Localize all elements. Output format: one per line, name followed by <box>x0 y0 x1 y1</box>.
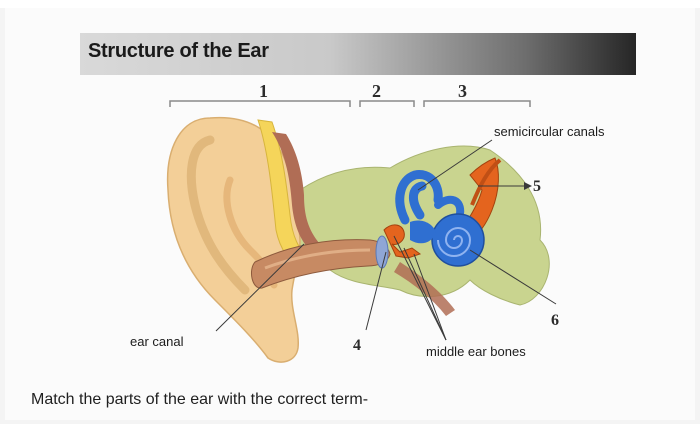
leader-semicircular <box>417 139 493 191</box>
bracket-middle-ear <box>359 100 415 107</box>
vestibule <box>410 220 436 244</box>
outer-ear-fold <box>186 135 250 295</box>
label-ear-canal: ear canal <box>130 334 184 349</box>
label-semicircular-canals: semicircular canals <box>494 124 605 139</box>
label-middle-ear-bones: middle ear bones <box>426 344 526 359</box>
semicircular-canal-loop <box>434 195 465 218</box>
top-strip <box>0 0 700 8</box>
number-1: 1 <box>259 81 268 101</box>
bracket-inner-ear <box>423 100 531 107</box>
eustachian-tube <box>394 262 455 316</box>
cochlea <box>431 213 485 267</box>
instruction-text: Match the parts of the ear with the corr… <box>31 391 369 408</box>
number-5: 5 <box>533 178 541 195</box>
nerve-branch <box>470 158 502 206</box>
number-3: 3 <box>458 81 467 101</box>
leader-bones-a <box>393 235 447 341</box>
leader-bones-c <box>413 253 447 341</box>
arrowhead-5 <box>524 182 532 190</box>
middle-ear-ossicles <box>383 224 422 259</box>
number-6: 6 <box>551 312 559 329</box>
muscle-tissue <box>272 132 320 250</box>
ear-canal-highlight <box>264 248 371 270</box>
leader-ear-canal <box>215 243 305 332</box>
semicircular-canals-shape <box>395 170 443 225</box>
leader-bones-b <box>403 247 447 341</box>
page-title: Structure of the Ear <box>88 40 269 62</box>
bracket-outer-ear <box>169 100 351 107</box>
title-bar: Structure of the Ear <box>80 33 636 75</box>
leader-4 <box>365 251 387 331</box>
eardrum <box>375 235 389 269</box>
number-4: 4 <box>353 337 361 354</box>
cochlea-spiral <box>437 227 472 257</box>
leader-6 <box>469 249 557 305</box>
number-2: 2 <box>372 81 381 101</box>
